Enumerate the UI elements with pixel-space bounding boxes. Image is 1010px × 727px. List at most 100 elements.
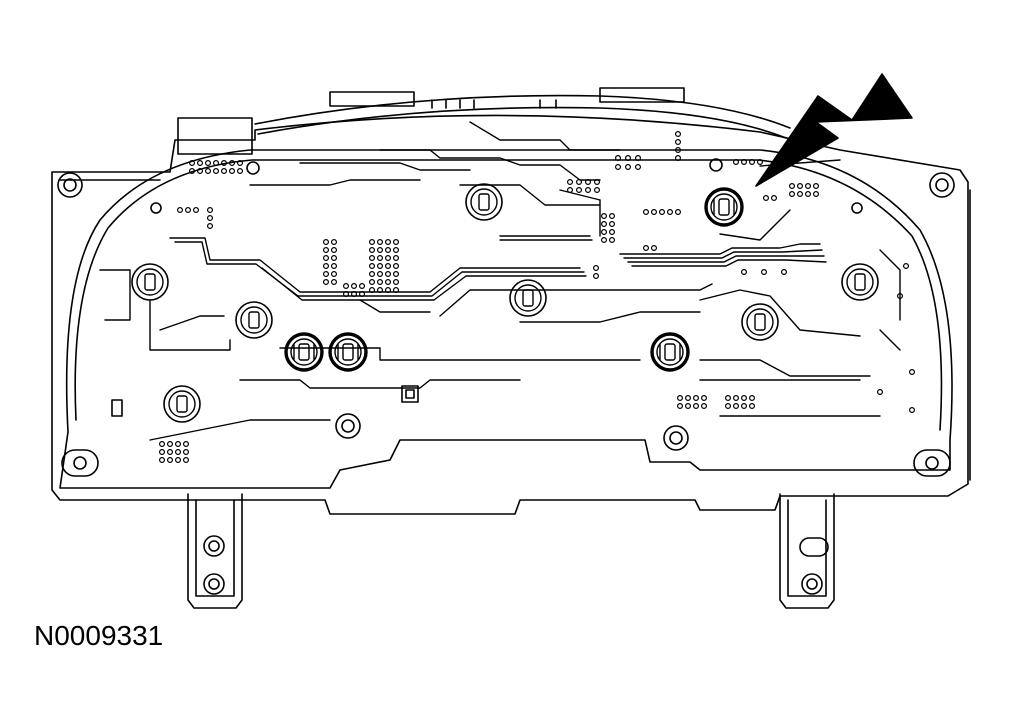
solder-pad xyxy=(378,280,383,285)
solder-pad xyxy=(184,442,189,447)
solder-pad xyxy=(676,210,681,215)
solder-pad xyxy=(230,161,235,166)
solder-pad xyxy=(595,188,600,193)
solder-pad xyxy=(168,442,173,447)
solder-pad xyxy=(652,210,657,215)
solder-pad xyxy=(344,284,349,289)
solder-pad xyxy=(184,450,189,455)
solder-pad xyxy=(222,161,227,166)
solder-pad xyxy=(324,272,329,277)
solder-pad xyxy=(394,280,399,285)
solder-pad xyxy=(344,292,349,297)
solder-pad xyxy=(694,396,699,401)
solder-pad xyxy=(176,450,181,455)
circuit-board-outline xyxy=(60,150,952,488)
solder-pad xyxy=(176,442,181,447)
solder-pad xyxy=(602,214,607,219)
solder-pad xyxy=(758,160,763,165)
solder-pad xyxy=(214,169,219,174)
solder-pad xyxy=(694,404,699,409)
solder-pad xyxy=(676,132,681,137)
solder-pad xyxy=(176,458,181,463)
solder-pad xyxy=(594,274,599,279)
solder-pad xyxy=(332,264,337,269)
bulb-socket xyxy=(706,189,742,225)
bulb-socket xyxy=(164,386,200,422)
solder-pad xyxy=(160,442,165,447)
solder-pad xyxy=(352,292,357,297)
bulb-socket xyxy=(132,264,168,300)
solder-pad xyxy=(616,165,621,170)
solder-pad xyxy=(602,222,607,227)
solder-pad xyxy=(814,184,819,189)
solder-pad xyxy=(702,404,707,409)
solder-pad xyxy=(702,396,707,401)
solder-pad xyxy=(332,272,337,277)
solder-pad xyxy=(208,216,213,221)
solder-pad xyxy=(734,404,739,409)
bulb-socket xyxy=(510,280,546,316)
solder-pad xyxy=(386,280,391,285)
solder-pad xyxy=(378,272,383,277)
solder-pad xyxy=(577,188,582,193)
solder-pad xyxy=(742,270,747,275)
solder-pad xyxy=(168,458,173,463)
solder-pad xyxy=(332,248,337,253)
solder-pad xyxy=(190,169,195,174)
solder-pad xyxy=(782,270,787,275)
solder-pad xyxy=(370,272,375,277)
solder-pad xyxy=(806,184,811,189)
solder-pad xyxy=(676,140,681,145)
solder-pad xyxy=(324,248,329,253)
solder-pad xyxy=(742,396,747,401)
solder-pad xyxy=(206,161,211,166)
solder-pad xyxy=(370,248,375,253)
solder-pad xyxy=(160,458,165,463)
bulb-socket xyxy=(286,334,322,370)
solder-pad xyxy=(238,161,243,166)
solder-pad xyxy=(790,192,795,197)
solder-pad xyxy=(378,256,383,261)
solder-pad xyxy=(798,192,803,197)
solder-pad xyxy=(764,196,769,201)
solder-pad xyxy=(198,169,203,174)
solder-pad xyxy=(898,294,903,299)
solder-pad xyxy=(750,404,755,409)
solder-pad xyxy=(772,196,777,201)
outer-housing xyxy=(52,115,968,514)
solder-pad xyxy=(208,208,213,213)
solder-pad xyxy=(194,208,199,213)
solder-pad xyxy=(577,180,582,185)
bulb-socket xyxy=(842,264,878,300)
solder-pad xyxy=(686,404,691,409)
solder-pad xyxy=(230,169,235,174)
solder-pad xyxy=(676,148,681,153)
solder-pad xyxy=(160,450,165,455)
solder-pad xyxy=(586,188,591,193)
bulb-sockets xyxy=(132,184,878,422)
solder-pad xyxy=(636,156,641,161)
solder-pad xyxy=(742,404,747,409)
solder-pad xyxy=(644,246,649,251)
solder-pad xyxy=(386,264,391,269)
solder-pad xyxy=(726,396,731,401)
solder-pad xyxy=(378,264,383,269)
solder-pad xyxy=(610,222,615,227)
solder-pad xyxy=(370,256,375,261)
solder-pad xyxy=(750,160,755,165)
solder-pad xyxy=(762,270,767,275)
solder-pad xyxy=(214,161,219,166)
solder-pad xyxy=(644,210,649,215)
solder-pad xyxy=(206,169,211,174)
solder-pad xyxy=(378,248,383,253)
figure-id-label: N0009331 xyxy=(34,620,164,651)
solder-pad xyxy=(386,256,391,261)
solder-pad xyxy=(594,266,599,271)
solder-pad xyxy=(352,284,357,289)
solder-pad xyxy=(616,156,621,161)
solder-pad xyxy=(806,192,811,197)
arrow-pointer-icon xyxy=(756,74,912,186)
solder-pad xyxy=(370,264,375,269)
solder-pad xyxy=(332,280,337,285)
